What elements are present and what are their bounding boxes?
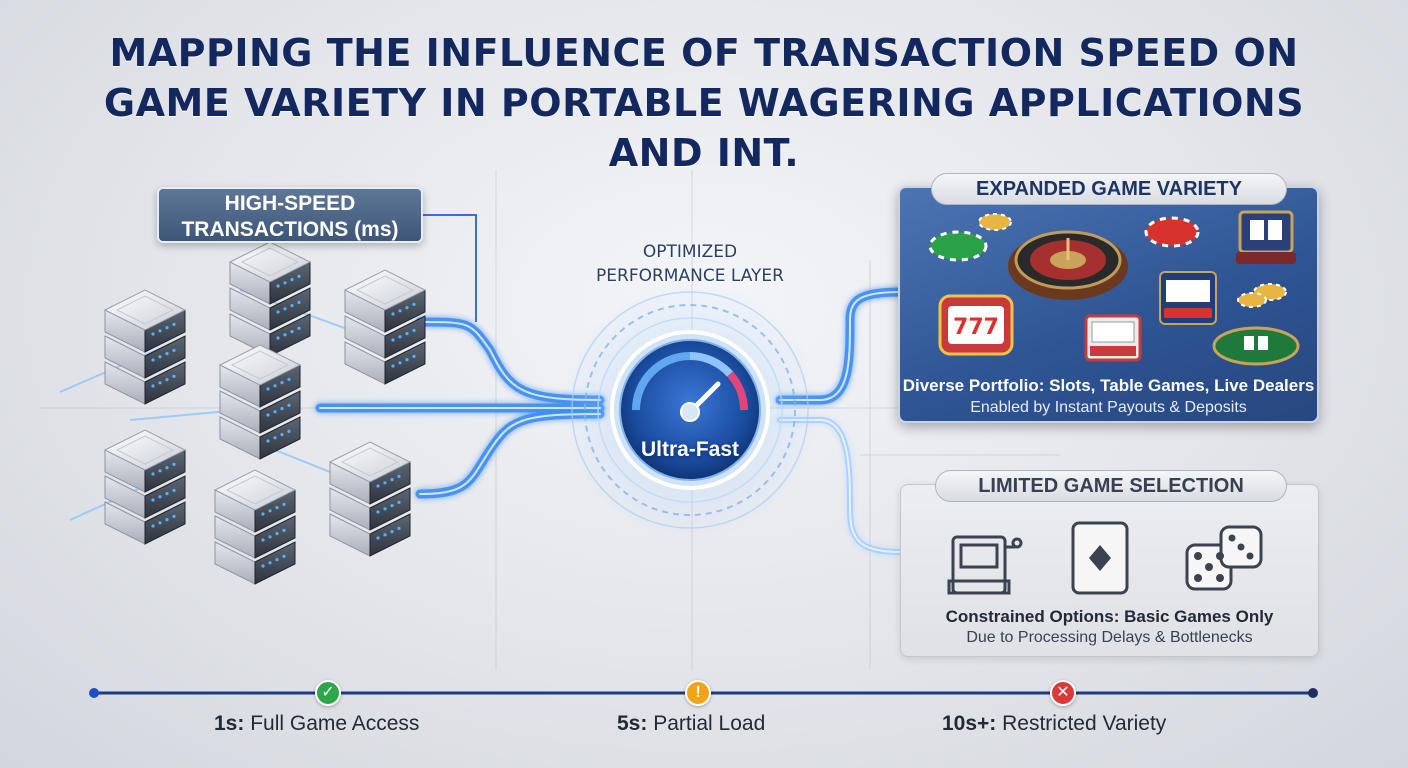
server-rack-icon xyxy=(230,242,310,356)
poker-chips-icon xyxy=(930,214,1011,260)
speed-gauge xyxy=(560,280,820,540)
box-line-1: HIGH-SPEED xyxy=(159,191,421,217)
timeline-text: Partial Load xyxy=(647,712,765,735)
casino-game-icons: 777 xyxy=(900,188,1321,378)
limited-selection-panel: LIMITED GAME SELECTION Constrained Optio… xyxy=(900,484,1319,657)
expanded-variety-panel: EXPANDED GAME VARIETY 7 xyxy=(898,186,1319,423)
title-line-3: AND INT. xyxy=(0,128,1408,178)
small-slot-icon xyxy=(1160,272,1216,324)
timeline-label-1s: 1s: Full Game Access xyxy=(214,712,419,736)
timeline-key: 5s: xyxy=(617,712,647,735)
expanded-description: Diverse Portfolio: Slots, Table Games, L… xyxy=(900,376,1317,396)
timeline-text: Restricted Variety xyxy=(996,712,1166,735)
server-rack-icon xyxy=(330,442,410,556)
slot-outline-icon xyxy=(949,537,1021,593)
high-speed-transactions-box: HIGH-SPEED TRANSACTIONS (ms) xyxy=(157,187,423,243)
mini-slot-icon xyxy=(1086,316,1140,360)
server-rack-icon xyxy=(215,470,295,584)
red-chip-icon xyxy=(1146,218,1198,246)
poker-table-icon xyxy=(1214,328,1298,364)
server-cluster xyxy=(105,242,425,584)
slot-machine-icon: 777 xyxy=(940,296,1012,354)
title-line-2: GAME VARIETY IN PORTABLE WAGERING APPLIC… xyxy=(0,78,1408,128)
timeline-label-5s: 5s: Partial Load xyxy=(617,712,765,736)
timeline-text: Full Game Access xyxy=(244,712,419,735)
expanded-subtext: Enabled by Instant Payouts & Deposits xyxy=(900,398,1317,418)
basic-game-icons xyxy=(901,485,1320,605)
dice-icon xyxy=(1187,527,1261,589)
check-icon: ✓ xyxy=(315,680,341,706)
x-icon: ✕ xyxy=(1050,680,1076,706)
exclamation-icon: ! xyxy=(685,680,711,706)
timeline-label-10s: 10s+: Restricted Variety xyxy=(942,712,1166,736)
video-poker-icon xyxy=(1236,212,1296,264)
timeline-key: 10s+: xyxy=(942,712,996,735)
gauge-label: Ultra-Fast xyxy=(620,438,760,462)
performance-layer-label: OPTIMIZED PERFORMANCE LAYER xyxy=(560,240,820,288)
timeline-key: 1s: xyxy=(214,712,244,735)
limited-subtext: Due to Processing Delays & Bottlenecks xyxy=(901,628,1318,648)
server-rack-icon xyxy=(345,270,425,384)
title-line-1: MAPPING THE INFLUENCE OF TRANSACTION SPE… xyxy=(0,28,1408,78)
perf-line-1: OPTIMIZED xyxy=(560,240,820,264)
server-rack-icon xyxy=(220,345,300,459)
roulette-wheel-icon xyxy=(1008,232,1128,300)
playing-card-icon xyxy=(1073,523,1127,593)
limited-description: Constrained Options: Basic Games Only xyxy=(901,607,1318,627)
server-rack-icon xyxy=(105,430,185,544)
perf-line-2: PERFORMANCE LAYER xyxy=(560,264,820,288)
server-rack-icon xyxy=(105,290,185,404)
gold-chips-icon xyxy=(1238,284,1286,307)
slot-reels: 777 xyxy=(953,315,999,340)
label-connector xyxy=(423,215,476,322)
page-title: MAPPING THE INFLUENCE OF TRANSACTION SPE… xyxy=(0,28,1408,178)
box-line-2: TRANSACTIONS (ms) xyxy=(159,217,421,243)
